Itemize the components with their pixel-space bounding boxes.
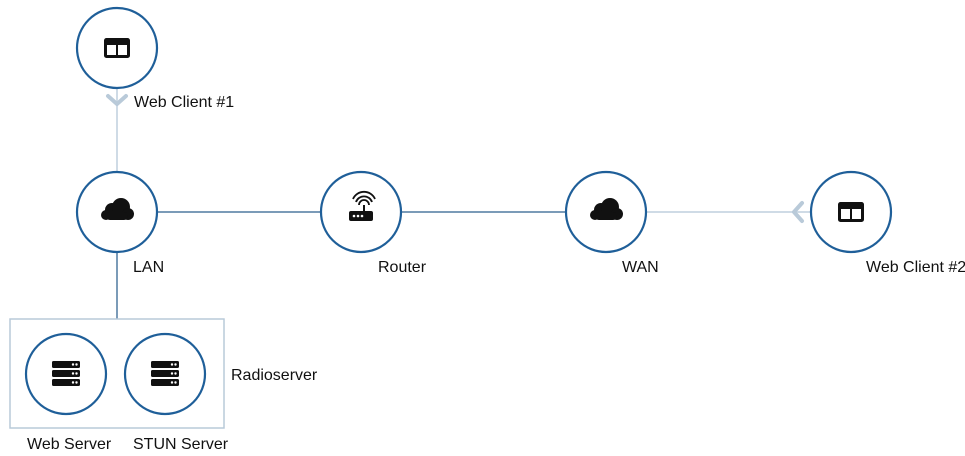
node-wan[interactable] bbox=[564, 170, 648, 254]
radioserver-group-label: Radioserver bbox=[231, 367, 318, 384]
lan-label: LAN bbox=[133, 259, 165, 276]
node-web-client-1[interactable] bbox=[75, 6, 159, 90]
node-web-server[interactable] bbox=[24, 332, 108, 416]
node-router[interactable] bbox=[319, 170, 403, 254]
web-client-2-label: Web Client #2 bbox=[866, 259, 965, 276]
server-stack-icon bbox=[52, 361, 80, 386]
browser-window-icon bbox=[104, 38, 130, 58]
node-web-client-2[interactable] bbox=[809, 170, 893, 254]
node-stun-server[interactable] bbox=[123, 332, 207, 416]
chevron-down-icon bbox=[106, 94, 128, 106]
node-lan[interactable] bbox=[75, 170, 159, 254]
chevron-left-icon bbox=[792, 201, 804, 223]
router-label: Router bbox=[378, 259, 427, 276]
cloud-icon bbox=[590, 198, 623, 220]
browser-window-icon bbox=[838, 202, 864, 222]
wifi-router-icon bbox=[349, 190, 376, 221]
wan-label: WAN bbox=[622, 259, 659, 276]
cloud-icon bbox=[101, 198, 134, 220]
radioserver-group-box bbox=[9, 318, 225, 429]
web-server-label: Web Server bbox=[27, 436, 112, 453]
web-client-1-label: Web Client #1 bbox=[134, 94, 235, 111]
server-stack-icon bbox=[151, 361, 179, 386]
stun-server-label: STUN Server bbox=[133, 436, 229, 453]
